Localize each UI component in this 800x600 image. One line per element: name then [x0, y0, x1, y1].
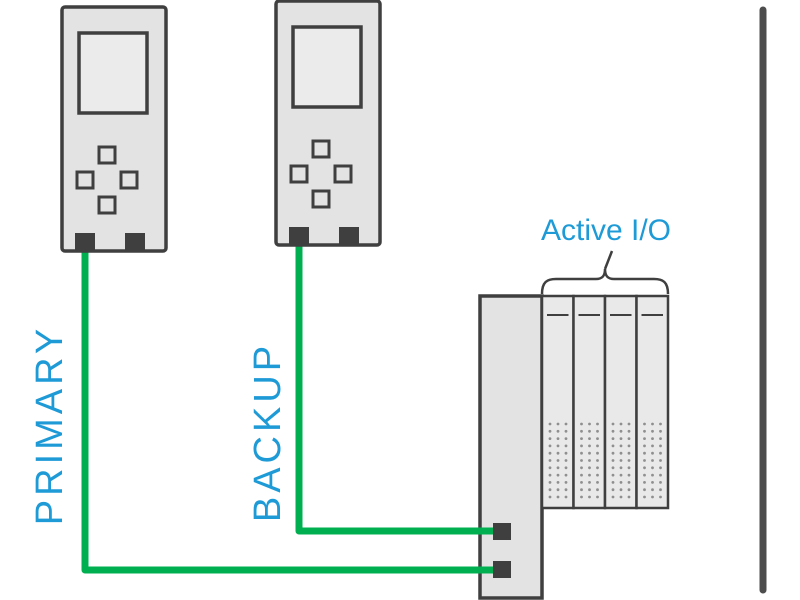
- io-module: [603, 294, 638, 510]
- io-module: [572, 294, 607, 510]
- io-port-lower: [493, 561, 511, 578]
- brace: [540, 268, 670, 295]
- terminal-dots: [548, 422, 662, 499]
- io-port-upper: [493, 523, 511, 540]
- primary-cable: [81, 246, 494, 574]
- primary-controller: [60, 5, 168, 253]
- active-io-label: Active I/O: [541, 214, 671, 247]
- io-module: [540, 294, 575, 510]
- brace-pointer: [603, 250, 614, 270]
- backup-controller: [274, 0, 382, 247]
- io-base-unit: [478, 294, 544, 600]
- primary-label: PRIMARY: [29, 325, 71, 525]
- io-modules: [540, 294, 670, 510]
- backup-label: BACKUP: [247, 342, 289, 522]
- io-module: [635, 294, 670, 510]
- backup-cable: [295, 244, 494, 535]
